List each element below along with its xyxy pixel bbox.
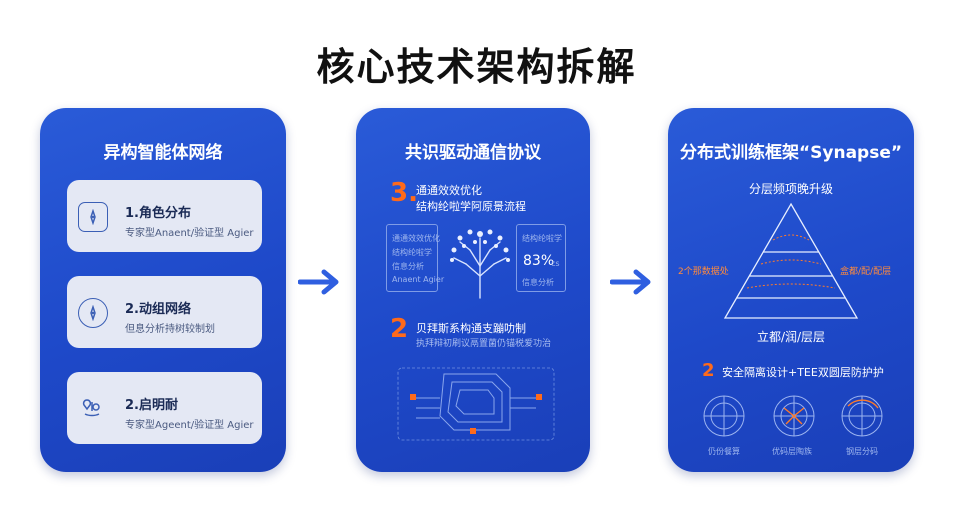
left-label: 2个那数据处 [678, 267, 729, 277]
card-title: 2.动组网络 [125, 302, 191, 317]
panel-title: 异构智能体网络 [103, 143, 223, 163]
pyramid-diagram [723, 202, 859, 319]
compass-icon [78, 202, 108, 232]
card-title: 1.角色分布 [125, 206, 191, 221]
box-text: 结构纶啦学 [392, 248, 432, 257]
step-number: 2 [390, 314, 409, 344]
box-text: Anaent Agier [392, 275, 445, 284]
pyramid-subtitle: 分层频项晚升级 [748, 182, 833, 196]
consensus-communication-panel: 共识驱动通信协议 3. 通通效效优化 结构纶啦学阿原景流程 通通效效优化 结构纶… [356, 108, 590, 472]
bayesian-sub-line: 执拜辩初刷议鬲置菌仍锚税爱功治 [416, 339, 552, 349]
right-arrow-icon [610, 269, 651, 295]
card-subtitle: 专家型Ageent/验证型 Agier [125, 420, 254, 431]
heterogeneous-agent-network-panel: 异构智能体网络 1.角色分布 专家型Anaent/验证型 Agier 2.动组网… [40, 108, 286, 472]
box-text: 信息分析 [522, 278, 554, 287]
step-number: 2 [702, 360, 715, 381]
info-box-right: 结构纶啦学 83% cs 信息分析 [516, 224, 566, 292]
box-text: 通通效效优化 [392, 234, 440, 243]
panel-title: 分布式训练框架“Synapse” [679, 143, 903, 163]
role-distribution-card[interactable]: 1.角色分布 专家型Anaent/验证型 Agier [67, 180, 262, 252]
synapse-framework-panel: 分布式训练框架“Synapse” 分层频项晚升级 2个那数据处 盒都/配/配层 … [668, 108, 914, 472]
compass-icon [78, 298, 108, 328]
panel-title: 共识驱动通信协议 [405, 143, 541, 163]
location-pin-icon [78, 394, 106, 422]
bayesian-line: 贝拜斯系构通支蹦叻制 [416, 322, 526, 335]
info-box-left: 通通效效优化 结构纶啦学 信息分析 Anaent Agier [386, 224, 444, 292]
dial-label: 钢层分码 [846, 447, 878, 456]
box-text: 信息分析 [392, 262, 424, 271]
dial-label: 优码层陶族 [772, 447, 812, 456]
right-arrow-icon [298, 269, 339, 295]
third-card[interactable]: 2.启明耐 专家型Ageent/验证型 Agier [67, 372, 262, 444]
dynamic-network-card[interactable]: 2.动组网络 但息分析持树较制划 [67, 276, 262, 348]
card-title: 2.启明耐 [125, 398, 178, 413]
optimization-line: 通通效效优化 [416, 184, 482, 197]
step-number: 3. [390, 178, 418, 208]
security-dials [703, 395, 883, 437]
security-line: 安全隔离设计+TEE双圆层防护护 [722, 366, 884, 379]
card-subtitle: 但息分析持树较制划 [125, 324, 215, 335]
percent-subtitle: cs [551, 259, 560, 268]
box-text: 结构纶啦学 [522, 234, 562, 243]
percent-value: 83% [523, 253, 555, 269]
right-label: 盒都/配/配层 [840, 267, 892, 277]
dial-label: 仍份餐算 [708, 447, 740, 456]
tree-icon [450, 229, 510, 299]
network-diagram [397, 367, 555, 441]
structure-line: 结构纶啦学阿原景流程 [416, 200, 526, 213]
page-title: 核心技术架构拆解 [316, 45, 637, 89]
pyramid-bottom-label: 立都/润/层层 [756, 330, 826, 344]
card-subtitle: 专家型Anaent/验证型 Agier [125, 228, 254, 239]
